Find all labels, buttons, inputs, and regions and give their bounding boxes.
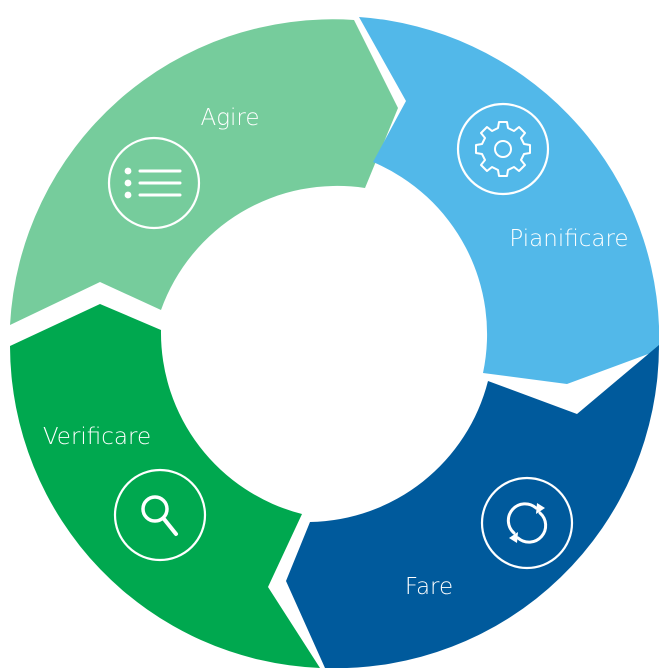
- gear-icon: [456, 102, 550, 196]
- stage-label-agire: Agire: [200, 105, 259, 131]
- list-icon: [107, 136, 201, 230]
- stage-label-verificare: Verificare: [43, 424, 151, 450]
- segment-verificare: [10, 304, 320, 668]
- search-icon: [113, 468, 207, 562]
- stage-label-pianificare: Pianificare: [509, 226, 628, 252]
- refresh-icon: [480, 476, 574, 570]
- segment-agire: [10, 19, 398, 326]
- stage-label-fare: Fare: [405, 574, 453, 600]
- segment-fare: [286, 345, 659, 668]
- segment-pianificare: [359, 17, 659, 384]
